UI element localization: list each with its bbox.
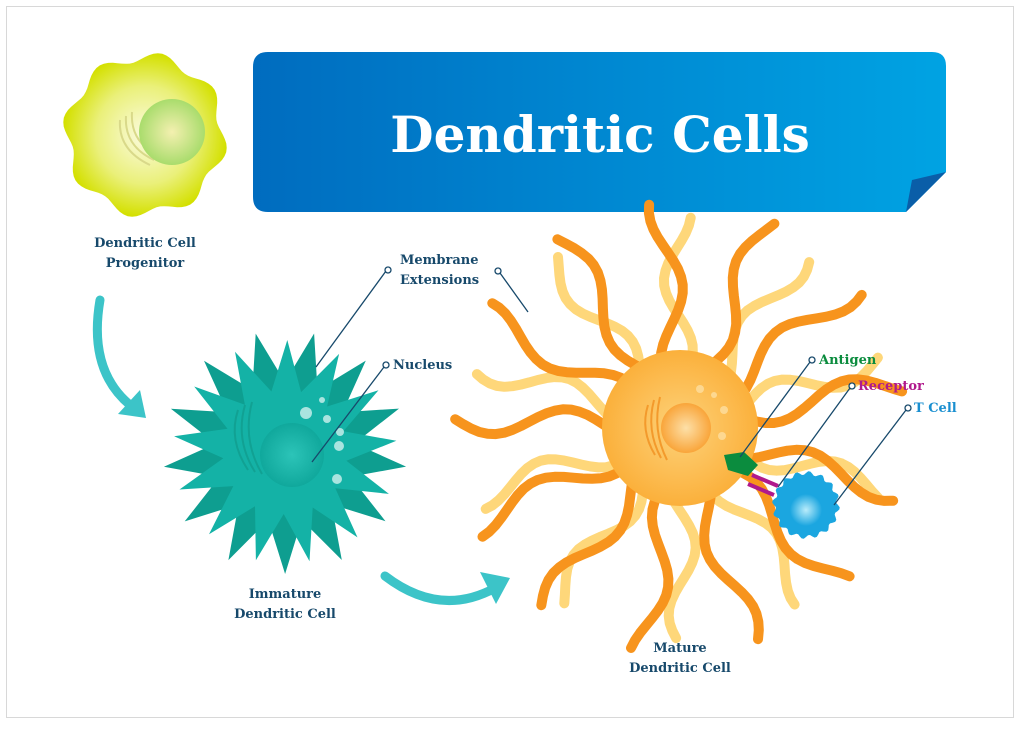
immature-cell bbox=[163, 333, 407, 574]
immature-label-line1: Immature bbox=[249, 587, 322, 602]
leader-lines bbox=[311, 266, 912, 506]
membrane-extension bbox=[730, 289, 867, 406]
arrow-immature-to-mature bbox=[380, 571, 510, 605]
immature-nucleus bbox=[260, 423, 324, 487]
membrane-extension bbox=[471, 369, 624, 429]
banner-background bbox=[253, 52, 946, 212]
progenitor-label-line2: Progenitor bbox=[106, 256, 185, 271]
membrane-extension bbox=[536, 464, 640, 611]
membrane-extension bbox=[699, 475, 764, 645]
membrane-extension bbox=[728, 444, 899, 506]
membrane-extension bbox=[626, 481, 674, 653]
antigen-label: Antigen bbox=[818, 353, 877, 368]
title-banner: Dendritic Cells bbox=[253, 52, 946, 212]
membrane-extension bbox=[552, 234, 658, 380]
progenitor-nucleus bbox=[139, 99, 205, 165]
immature-label-line2: Dendritic Cell bbox=[234, 607, 336, 622]
mature-cell bbox=[450, 199, 908, 653]
membrane-extensions-light bbox=[471, 212, 884, 644]
receptor-label: Receptor bbox=[858, 379, 924, 394]
arrow-progenitor-to-immature bbox=[92, 295, 146, 418]
immature-vesicles bbox=[300, 397, 344, 484]
membrane-extension bbox=[643, 199, 688, 375]
mature-nucleus bbox=[661, 403, 711, 453]
membrane-extension bbox=[663, 483, 701, 644]
mature-vesicles bbox=[696, 385, 728, 440]
page-title: Dendritic Cells bbox=[390, 105, 810, 164]
mature-label-line1: Mature bbox=[653, 641, 706, 656]
progenitor-label-line1: Dendritic Cell bbox=[94, 236, 196, 251]
membrane-label-line2: Extensions bbox=[400, 273, 479, 288]
membrane-extension bbox=[559, 470, 649, 609]
t-cell-nucleus bbox=[790, 494, 822, 526]
antigen-shape bbox=[724, 452, 758, 476]
membrane-extension bbox=[487, 298, 640, 393]
membrane-label-line1: Membrane bbox=[400, 253, 479, 268]
membrane-extensions-dark bbox=[450, 199, 908, 653]
diagram-frame bbox=[6, 6, 1014, 718]
membrane-extension bbox=[720, 462, 855, 582]
membrane-extension bbox=[477, 457, 635, 542]
progenitor-cell bbox=[63, 53, 227, 217]
banner-folded-corner bbox=[906, 172, 946, 212]
immature-golgi bbox=[233, 401, 263, 475]
t-cell-label: T Cell bbox=[914, 401, 957, 416]
membrane-extension bbox=[480, 452, 632, 514]
mature-label-line2: Dendritic Cell bbox=[629, 661, 731, 676]
membrane-extension bbox=[720, 257, 815, 392]
membrane-extension bbox=[733, 374, 908, 428]
receptor-shape bbox=[747, 473, 779, 497]
membrane-extension bbox=[450, 404, 625, 440]
mature-golgi bbox=[644, 396, 668, 461]
nucleus-label: Nucleus bbox=[393, 358, 452, 373]
arrowhead-icon bbox=[118, 390, 146, 418]
membrane-extension bbox=[659, 212, 698, 373]
membrane-extension bbox=[696, 218, 780, 377]
arrowhead-icon bbox=[480, 572, 510, 604]
